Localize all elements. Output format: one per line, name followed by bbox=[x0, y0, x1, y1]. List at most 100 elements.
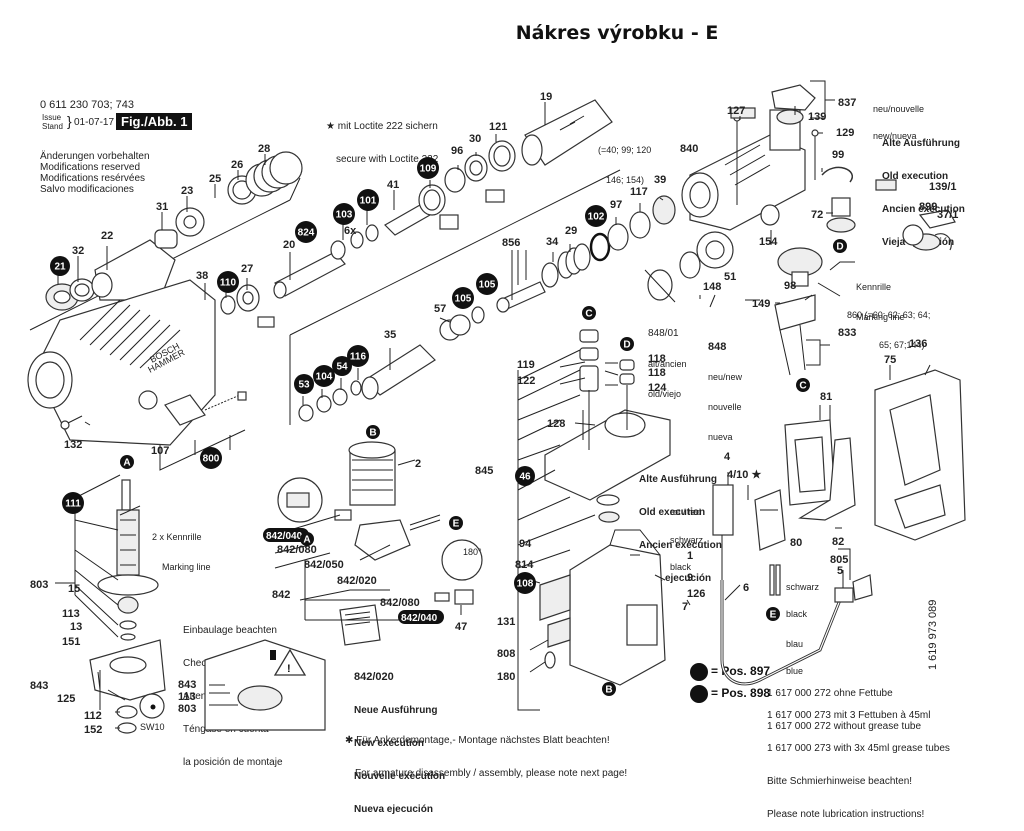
gear-39 bbox=[652, 195, 676, 225]
callout-2: 2 bbox=[415, 458, 421, 470]
gear-housing-845 bbox=[544, 329, 671, 501]
callout-27: 27 bbox=[241, 263, 253, 275]
marker-circle bbox=[833, 239, 847, 253]
pos-897-line2: 1 617 000 272 without grease tube bbox=[767, 721, 922, 732]
label-131 bbox=[539, 574, 571, 621]
badge-callout-824: 824 bbox=[295, 221, 317, 243]
callout-4: 4 bbox=[724, 451, 731, 463]
brush-holder bbox=[277, 477, 441, 561]
callout-117: 117 bbox=[630, 186, 648, 198]
ring-32 bbox=[69, 278, 95, 302]
stator-2 bbox=[348, 441, 396, 506]
issue-label-en: Issue bbox=[42, 113, 62, 122]
motor-housing-1 bbox=[569, 529, 666, 686]
brush-180-inset bbox=[441, 539, 483, 581]
callout-119: 119 bbox=[517, 359, 535, 371]
electronics-80 bbox=[754, 489, 786, 551]
badge-callout-110: 110 bbox=[217, 271, 239, 293]
part-860-note-2: 65; 67;144) bbox=[879, 340, 925, 350]
wiring-pill-842-040-b: 842/040 bbox=[398, 610, 444, 624]
callout-151: 151 bbox=[62, 636, 80, 648]
callout-6: 6 bbox=[743, 582, 749, 594]
new-exec-de: Neue Ausführung bbox=[354, 705, 438, 716]
frame-line bbox=[289, 169, 621, 336]
kennrille-en: Marking line bbox=[856, 312, 905, 322]
ring-148 bbox=[679, 251, 701, 279]
callout-139: 139 bbox=[808, 111, 826, 123]
ring-34 bbox=[541, 262, 559, 288]
badge-label: 54 bbox=[336, 362, 348, 373]
wire-schwarz: schwarz bbox=[786, 582, 820, 592]
callout-35: 35 bbox=[384, 329, 396, 341]
callout-sw10: SW10 bbox=[140, 722, 165, 732]
ring-117 bbox=[629, 211, 651, 239]
callout-843-inset: 843 bbox=[178, 679, 196, 691]
callout-899: 899 bbox=[919, 201, 937, 213]
badge-label: 824 bbox=[298, 228, 315, 239]
armature-kennrille-de: 2 x Kennrille bbox=[152, 532, 202, 542]
part-848-old-2: old/viejo bbox=[648, 389, 682, 399]
badge-circle bbox=[217, 271, 239, 293]
tool-holder-19 bbox=[521, 99, 613, 166]
modifications-es: Salvo modificaciones bbox=[40, 184, 134, 195]
marker-circle bbox=[582, 306, 596, 320]
callout-32: 32 bbox=[72, 245, 84, 257]
marker-letter: D bbox=[836, 242, 843, 253]
exploded-diagram: BOSCH HAMMER bbox=[27, 80, 966, 736]
connector-marker-E2: E bbox=[766, 607, 780, 621]
callout-833: 833 bbox=[838, 327, 856, 339]
old-exec-de: Alte Ausführung bbox=[882, 138, 960, 149]
old-exec-mid-fr: Ancien exécution bbox=[639, 540, 722, 551]
badge-circle bbox=[333, 203, 355, 225]
shaft-20 bbox=[273, 251, 346, 299]
issue-bracket: } bbox=[67, 113, 72, 129]
part-848-new-1: neu/new bbox=[708, 372, 743, 382]
callout-97: 97 bbox=[610, 199, 622, 211]
wiring-842-080-b: 842/080 bbox=[380, 597, 420, 609]
callout-98: 98 bbox=[784, 280, 796, 292]
part-840-note: (=40; 99; 120 146; 154) bbox=[598, 125, 651, 195]
badge-circle bbox=[476, 273, 498, 295]
armature-note-de: ✱ Für Ankerdemontage,- Montage nächstes … bbox=[345, 735, 610, 746]
badge-callout-104: 104 bbox=[313, 365, 335, 387]
callout-6x: 6x bbox=[344, 225, 357, 237]
callout-26: 26 bbox=[231, 159, 243, 171]
callout-39: 39 bbox=[654, 174, 666, 186]
o-ring-105 bbox=[471, 306, 485, 324]
badge-callout-46: 46 bbox=[515, 466, 535, 486]
badge-callout-101: 101 bbox=[357, 189, 379, 211]
part-860-note: 860 (=60; 62; 63; 64; 65; 67;144) bbox=[847, 290, 930, 360]
callout-37-1: 37/1 bbox=[937, 209, 958, 221]
callout-1: 1 bbox=[687, 550, 693, 562]
callout-856: 856 bbox=[502, 237, 520, 249]
switch-head-837 bbox=[771, 84, 816, 125]
badge-label: 111 bbox=[65, 499, 81, 510]
callout-96: 96 bbox=[451, 145, 463, 157]
pin-856 bbox=[496, 281, 546, 313]
badge-callout-111: 111 bbox=[62, 492, 84, 514]
wire-colors: schwarz black blau blue bbox=[786, 565, 819, 685]
badge-label: 116 bbox=[350, 352, 367, 363]
connector-marker-D: D bbox=[620, 337, 634, 351]
clip-99 bbox=[821, 166, 853, 183]
callout-131: 131 bbox=[497, 616, 515, 628]
callout-112: 112 bbox=[84, 710, 102, 722]
old-exec-en: Old execution bbox=[882, 171, 949, 182]
handle-cover-81 bbox=[784, 419, 856, 521]
lubrication-note-de: Bitte Schmierhinweise beachten! bbox=[767, 776, 913, 787]
pos-898-label: = Pos. 898 bbox=[711, 686, 771, 700]
badge-label: 53 bbox=[298, 380, 310, 391]
kennrille-top: Kennrille Marking line bbox=[856, 262, 905, 332]
wire-black: schwarz black bbox=[670, 518, 703, 581]
connector-marker-C2: C bbox=[796, 378, 810, 392]
callout-118: 118 bbox=[648, 353, 666, 365]
old-exec-mid-en: Old execution bbox=[639, 507, 706, 518]
o-rings-103-101 bbox=[330, 224, 379, 260]
callout-803-inset: 803 bbox=[178, 703, 196, 715]
wire-blue: blue bbox=[786, 666, 804, 676]
badge-circle bbox=[50, 256, 70, 276]
new-label-837: neu/nouvelle new/nueva bbox=[873, 87, 924, 150]
part-840-note-2: 146; 154) bbox=[606, 175, 645, 185]
spring-29 bbox=[557, 243, 591, 279]
badge-circle bbox=[417, 157, 439, 179]
